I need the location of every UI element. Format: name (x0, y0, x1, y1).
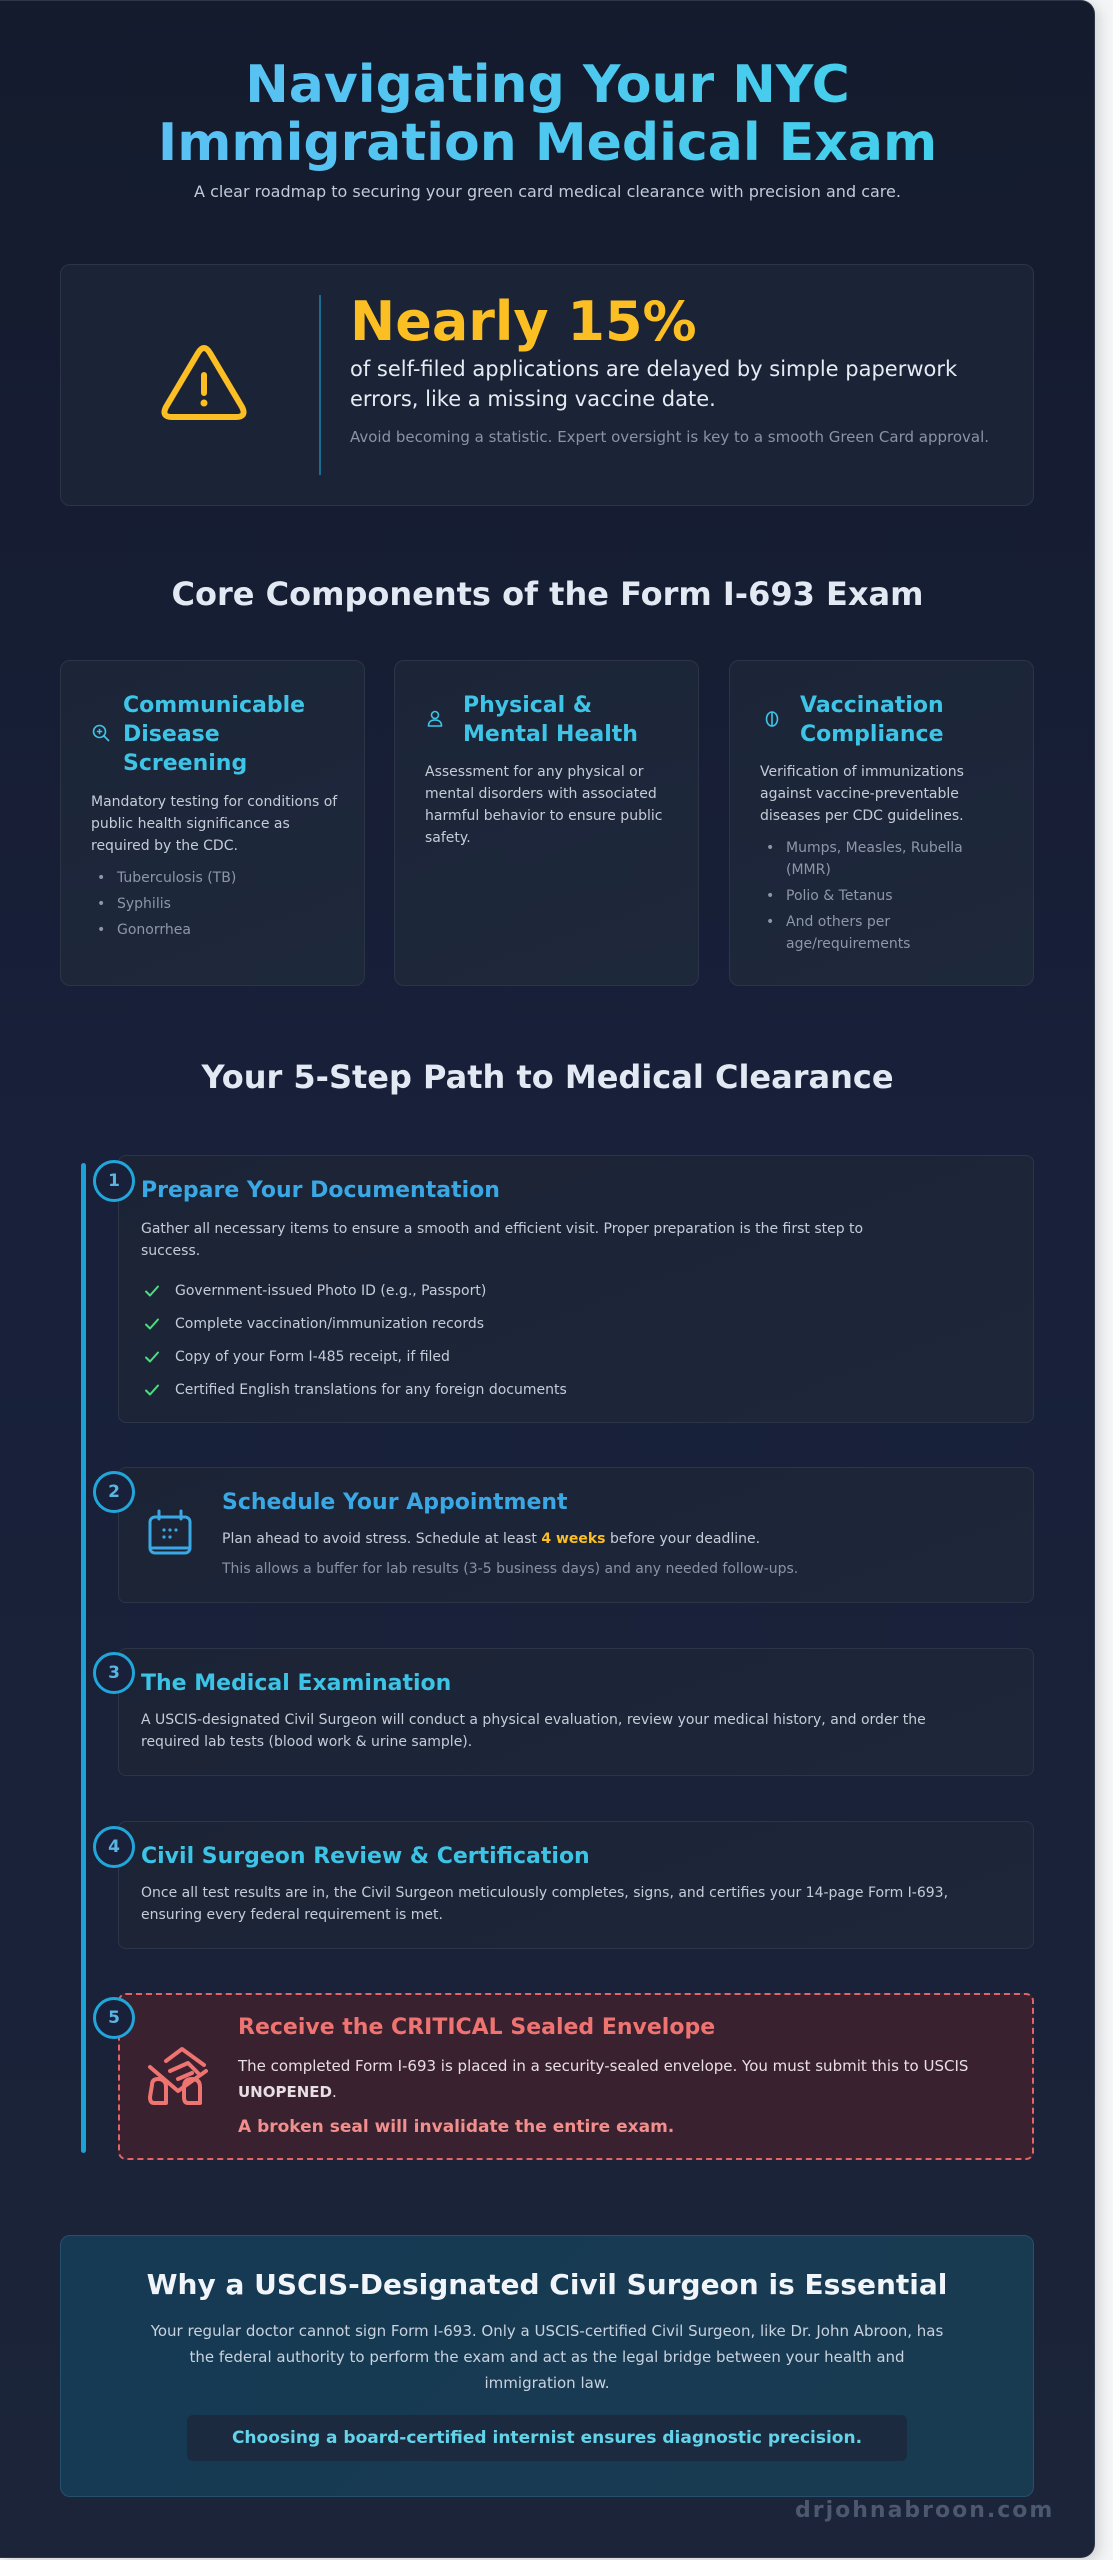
component-body: Assessment for any physical or mental di… (425, 764, 663, 846)
step-number-2: 2 (93, 1471, 135, 1513)
title-line-1: Navigating Your NYC (245, 55, 850, 115)
document-checklist: Government-issued Photo ID (e.g., Passpo… (143, 1274, 943, 1406)
component-body: Mandatory testing for conditions of publ… (91, 794, 338, 854)
sealed-envelope-handshake-icon (148, 2047, 208, 2105)
list-item: Gonorrhea (91, 919, 341, 941)
person-icon (427, 710, 443, 727)
step-title: The Medical Examination (141, 1671, 452, 1696)
checklist-text: Certified English translations for any f… (175, 1381, 567, 1398)
step-body: The completed Form I-693 is placed in a … (238, 2057, 969, 2101)
stat-headline: Nearly 15% (350, 290, 697, 353)
component-list: Mumps, Measles, Rubella (MMR) Polio & Te… (760, 837, 1005, 959)
list-item: Tuberculosis (TB) (91, 867, 341, 889)
list-item: And others per age/requirements (760, 911, 1005, 955)
component-body: Verification of immunizations against va… (760, 764, 964, 824)
step-number-4: 4 (93, 1826, 135, 1868)
checklist-text: Complete vaccination/immunization record… (175, 1315, 485, 1332)
checklist-item: Copy of your Form I-485 receipt, if file… (143, 1340, 943, 1373)
why-callout: Choosing a board-certified internist ens… (187, 2415, 907, 2461)
step-title: Schedule Your Appointment (222, 1490, 568, 1515)
check-icon (145, 1318, 159, 1329)
warning-triangle-icon (161, 345, 247, 420)
step-card-5-critical: Receive the CRITICAL Sealed Envelope The… (118, 1993, 1034, 2160)
unopened-emphasis: UNOPENED (238, 2083, 332, 2101)
component-title: Vaccination Compliance (800, 693, 944, 747)
page-subtitle: A clear roadmap to securing your green c… (194, 182, 901, 201)
list-item: Mumps, Measles, Rubella (MMR) (760, 837, 1005, 881)
check-icon (145, 1384, 159, 1395)
title-line-2: Immigration Medical Exam (157, 113, 938, 173)
component-card-vaccination: Vaccination Compliance Verification of i… (729, 660, 1034, 986)
step-body: Gather all necessary items to ensure a s… (141, 1221, 864, 1259)
check-icon (145, 1285, 159, 1296)
checklist-item: Government-issued Photo ID (e.g., Passpo… (143, 1274, 943, 1307)
step-card-4: Civil Surgeon Review & Certification Onc… (118, 1821, 1034, 1949)
component-list: Tuberculosis (TB) Syphilis Gonorrhea (91, 867, 341, 945)
step-card-2: Schedule Your Appointment Plan ahead to … (118, 1467, 1034, 1603)
step-title: Prepare Your Documentation (141, 1178, 500, 1203)
step-number-5: 5 (93, 1997, 135, 2039)
step-title: Receive the CRITICAL Sealed Envelope (238, 2015, 716, 2040)
step-note: This allows a buffer for lab results (3-… (222, 1561, 799, 1577)
checklist-text: Government-issued Photo ID (e.g., Passpo… (175, 1282, 487, 1299)
list-item: Polio & Tetanus (760, 885, 1005, 907)
components-heading: Core Components of the Form I-693 Exam (171, 575, 924, 613)
stat-description: of self-filed applications are delayed b… (350, 357, 958, 411)
checklist-item: Certified English translations for any f… (143, 1373, 943, 1406)
checklist-text: Copy of your Form I-485 receipt, if file… (175, 1348, 450, 1365)
vaccine-capsule-icon (765, 711, 779, 727)
stat-card (60, 264, 1034, 506)
check-icon (145, 1351, 159, 1362)
footer-domain: drjohnabroon.com (795, 2498, 1055, 2523)
page-title: Navigating Your NYC Immigration Medical … (0, 56, 1095, 172)
list-item: Syphilis (91, 893, 341, 915)
why-body: Your regular doctor cannot sign Form I-6… (150, 2322, 944, 2392)
magnify-plus-icon (92, 724, 110, 742)
step-body: Once all test results are in, the Civil … (141, 1885, 949, 1923)
broken-seal-warning: A broken seal will invalidate the entire… (238, 2117, 675, 2137)
stat-divider (319, 295, 321, 475)
step-card-3: The Medical Examination A USCIS-designat… (118, 1648, 1034, 1776)
step-number-3: 3 (93, 1652, 135, 1694)
step-card-1: Prepare Your Documentation Gather all ne… (118, 1155, 1034, 1423)
calendar-icon (148, 1509, 192, 1555)
step-body: Plan ahead to avoid stress. Schedule at … (222, 1531, 761, 1547)
component-card-physical-mental: Physical & Mental Health Assessment for … (394, 660, 699, 986)
highlight-duration: 4 weeks (541, 1531, 606, 1547)
component-card-disease: Communicable Disease Screening Mandatory… (60, 660, 365, 986)
stat-note: Avoid becoming a statistic. Expert overs… (350, 428, 990, 446)
step-title: Civil Surgeon Review & Certification (141, 1844, 590, 1869)
checklist-item: Complete vaccination/immunization record… (143, 1307, 943, 1340)
component-title: Physical & Mental Health (463, 693, 638, 747)
step-number-1: 1 (93, 1160, 135, 1202)
why-title: Why a USCIS-Designated Civil Surgeon is … (146, 2268, 948, 2301)
component-title: Communicable Disease Screening (123, 693, 306, 776)
timeline-line (81, 1163, 86, 2153)
step-body: A USCIS-designated Civil Surgeon will co… (141, 1712, 926, 1750)
steps-heading: Your 5-Step Path to Medical Clearance (201, 1058, 894, 1096)
